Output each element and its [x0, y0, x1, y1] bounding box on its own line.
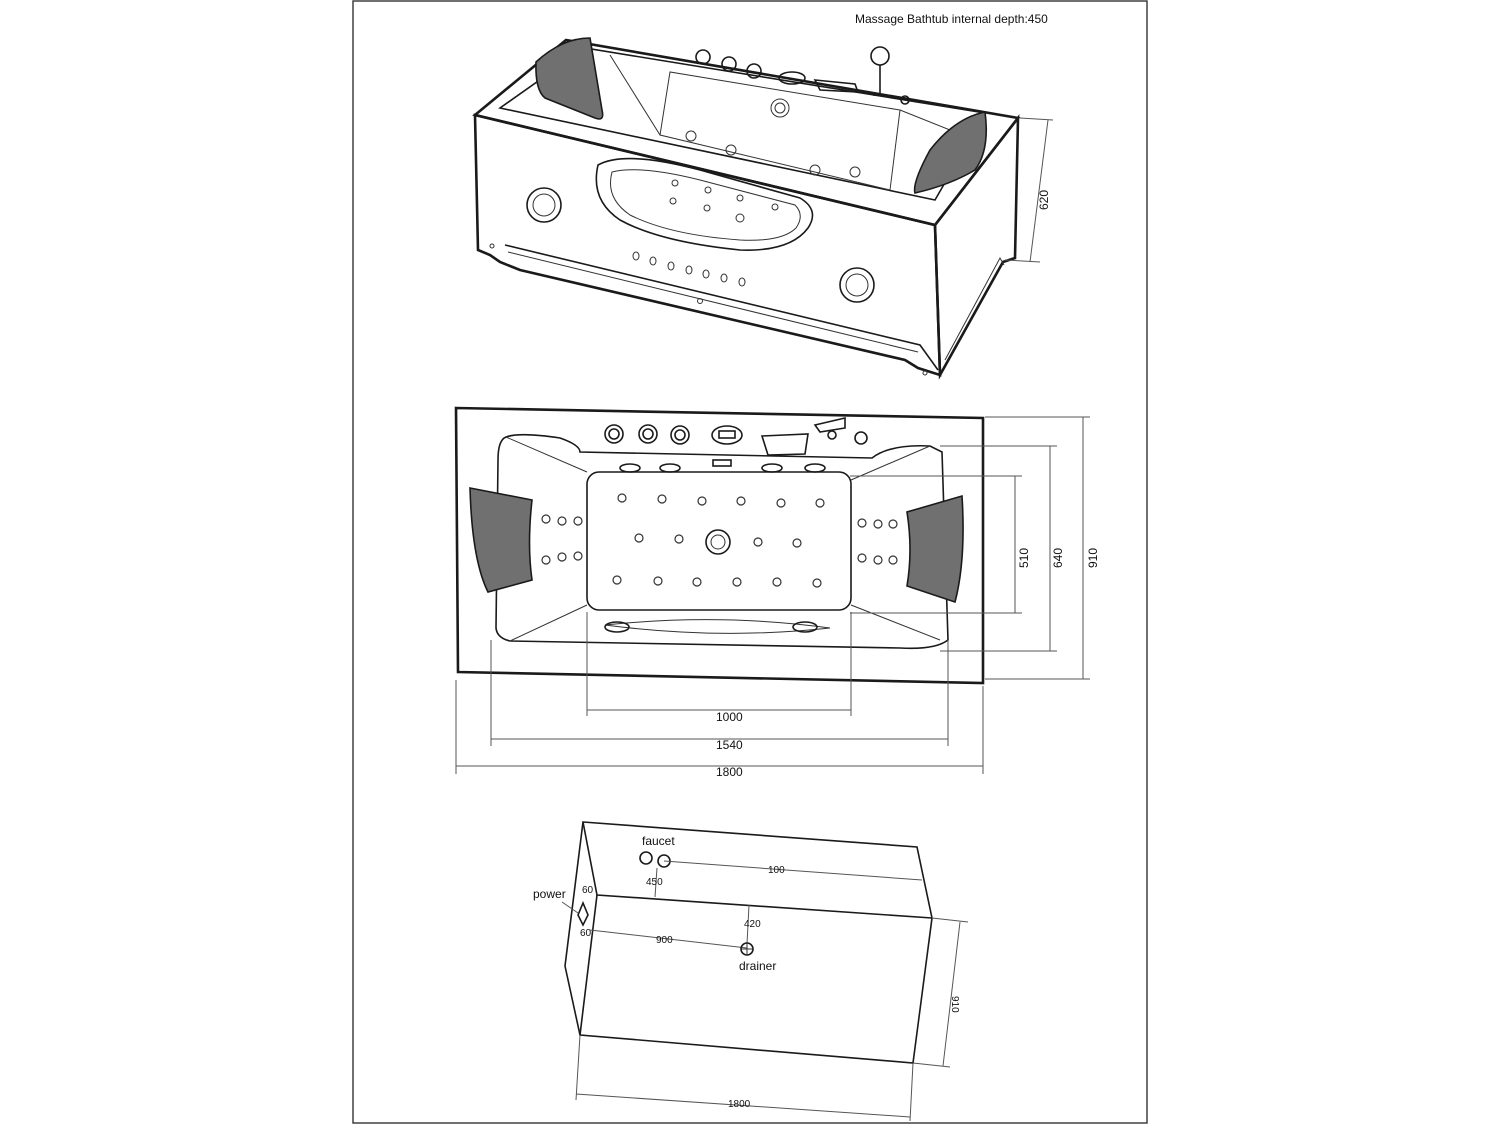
- dim-60-bottom: 60: [580, 928, 592, 939]
- headrest-pillow: [535, 37, 604, 120]
- power-icon: [577, 900, 589, 927]
- headrest-pillow: [469, 487, 533, 593]
- dim-640: 640: [1051, 548, 1065, 568]
- power-label: power: [533, 887, 566, 901]
- dim-1800: 1800: [716, 765, 743, 779]
- dim-910-install: 910: [949, 996, 960, 1013]
- headrest-pillow: [913, 111, 988, 194]
- top-view: 1000 1540 1800 510 640 910: [454, 406, 1100, 779]
- dim-420: 420: [744, 919, 761, 930]
- drawing-title: Massage Bathtub internal depth:450: [855, 12, 1048, 26]
- headrest-pillow: [906, 494, 964, 604]
- dim-450: 450: [646, 877, 663, 888]
- dimension-620: 620: [1004, 117, 1054, 263]
- dim-1800-install: 1800: [728, 1099, 751, 1110]
- perspective-view: 620: [472, 37, 1054, 380]
- dim-100: 100: [768, 865, 785, 876]
- dim-900: 900: [656, 935, 673, 946]
- dim-510: 510: [1017, 548, 1031, 568]
- speaker-icon: [839, 267, 875, 303]
- dim-1000: 1000: [716, 710, 743, 724]
- drawing-frame: [352, 0, 1148, 1124]
- speaker-icon: [526, 187, 562, 223]
- dim-910: 910: [1086, 548, 1100, 568]
- front-window: [595, 157, 814, 251]
- svg-text:620: 620: [1037, 190, 1051, 210]
- tub-outline-top: [454, 406, 985, 685]
- drain-icon: [705, 529, 731, 555]
- dim-60-top: 60: [582, 885, 594, 896]
- faucet-label: faucet: [642, 834, 675, 848]
- faucet-icon: [639, 851, 671, 868]
- footwell: [586, 471, 852, 611]
- tub-front-face: [473, 113, 942, 377]
- dim-1540: 1540: [716, 738, 743, 752]
- installation-view: faucet 100 450 power 60 60 900 420 drain…: [533, 821, 969, 1122]
- drainer-icon: [740, 942, 754, 956]
- drainer-label: drainer: [739, 959, 776, 973]
